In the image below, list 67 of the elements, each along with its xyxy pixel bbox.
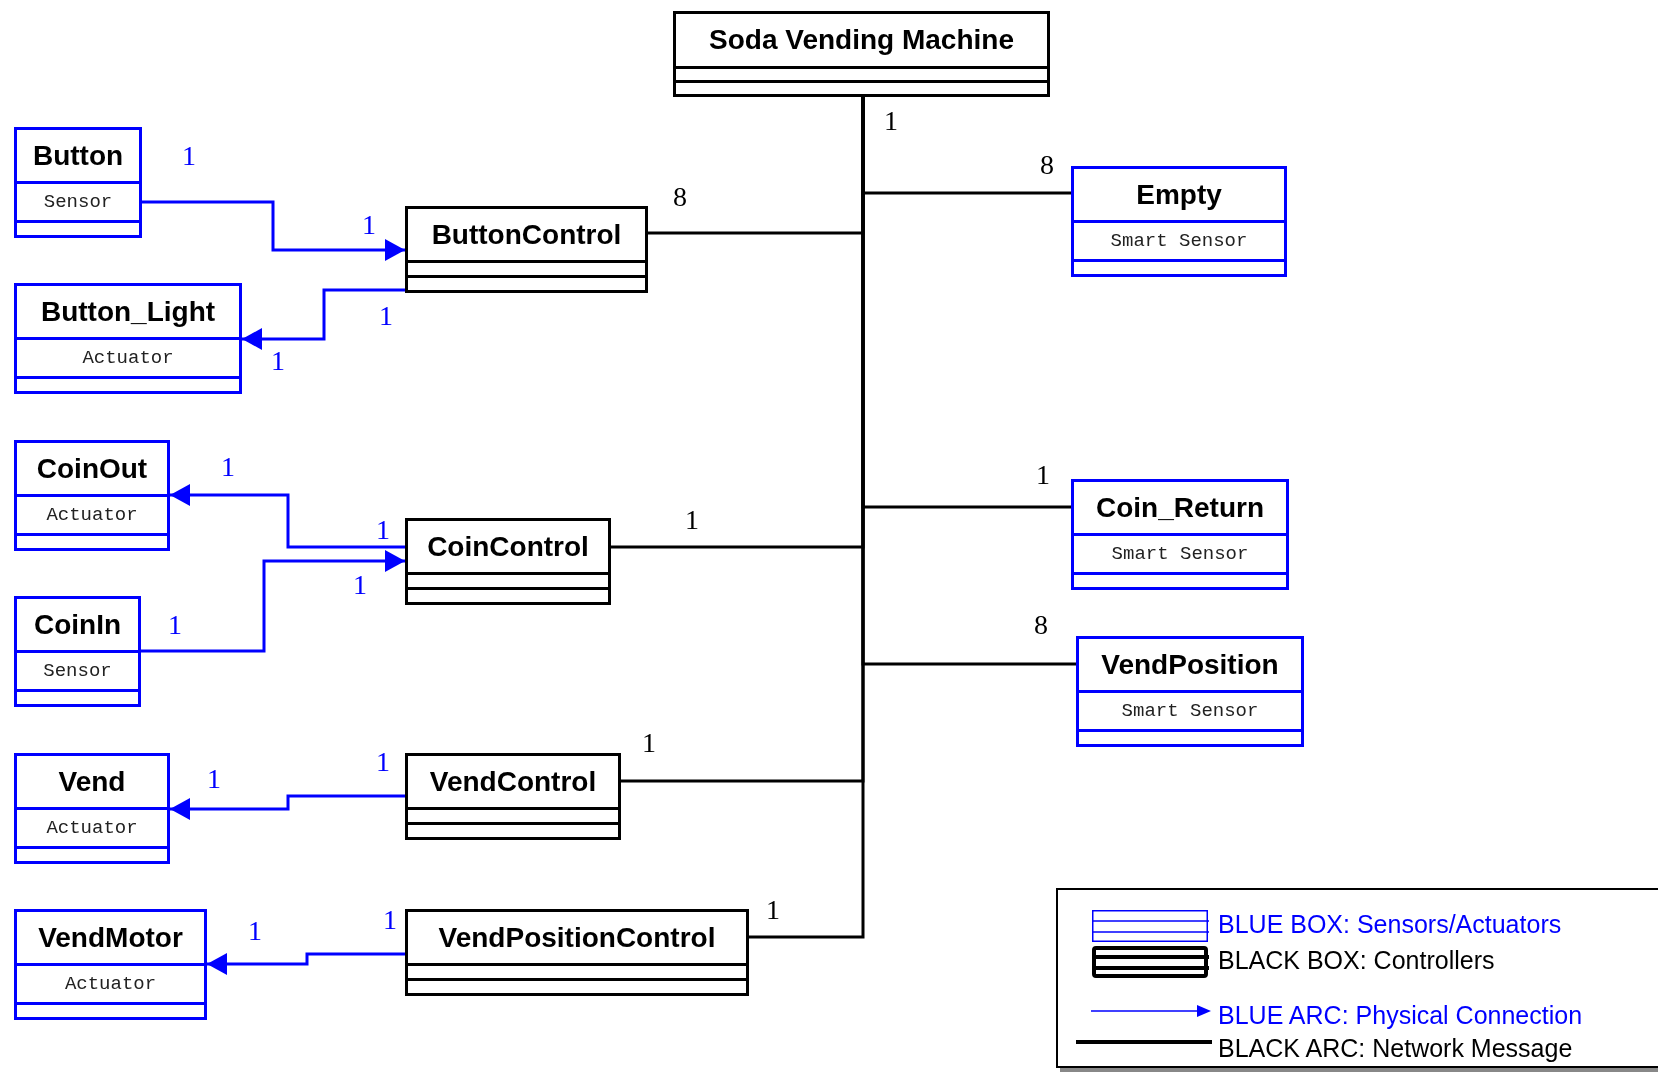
class-name: Coin_Return [1096, 491, 1264, 524]
stereotype-label: Smart Sensor [1111, 543, 1249, 566]
class-box [405, 206, 648, 293]
stereotype-label: Actuator [82, 347, 174, 370]
multiplicity-label: 1 [376, 516, 390, 544]
class-box [405, 753, 621, 840]
arrow [207, 952, 405, 975]
multiplicity-label: 1 [207, 765, 221, 793]
class-box [405, 518, 611, 605]
multiplicity-label: 1 [271, 347, 285, 375]
multiplicity-label: 1 [221, 453, 235, 481]
class-name: Vend [58, 765, 126, 798]
stereotype-label: Actuator [64, 973, 157, 996]
class-name: CoinControl [427, 530, 589, 563]
class-box [673, 11, 1050, 97]
multiplicity-label: 1 [1036, 461, 1050, 489]
class-box [1071, 166, 1287, 277]
class-box [1071, 479, 1289, 590]
class-name: VendPosition [1101, 648, 1279, 681]
class-box [405, 909, 749, 996]
class-name: Button [32, 139, 124, 172]
multiplicity-label: 1 [248, 917, 262, 945]
class-name: CoinOut [36, 452, 148, 485]
multiplicity-label: 8 [1034, 611, 1048, 639]
class-name: Empty [1136, 178, 1222, 211]
class-box [14, 753, 170, 864]
stereotype-label: Smart Sensor [1121, 700, 1259, 723]
class-box [14, 283, 242, 394]
multiplicity-label: 1 [685, 506, 699, 534]
class-box [14, 596, 141, 707]
legend-text: BLUE BOX: Sensors/Actuators [1218, 912, 1562, 937]
class-box [14, 127, 142, 238]
multiplicity-label: 1 [642, 729, 656, 757]
multiplicity-label: 1 [362, 211, 376, 239]
legend-text: BLACK ARC: Network Message [1218, 1036, 1573, 1061]
multiplicity-label: 1 [353, 571, 367, 599]
class-name: Button_Light [40, 295, 216, 328]
class-box [1076, 636, 1304, 747]
multiplicity-label: 8 [673, 183, 687, 211]
class-name: VendPositionControl [438, 921, 716, 954]
multiplicity-label: 1 [168, 611, 182, 639]
arrow [170, 484, 405, 549]
legend-text: BLUE ARC: Physical Connection [1218, 1003, 1583, 1028]
multiplicity-label: 8 [1040, 151, 1054, 179]
multiplicity-label: 1 [766, 896, 780, 924]
class-box [14, 440, 170, 551]
class-name: ButtonControl [431, 218, 622, 251]
class-name: Soda Vending Machine [709, 23, 1014, 56]
legend-text: BLACK BOX: Controllers [1218, 948, 1495, 973]
arrow [242, 288, 405, 350]
multiplicity-label: 1 [379, 302, 393, 330]
stereotype-label: Sensor [43, 191, 113, 214]
stereotype-label: Actuator [46, 817, 138, 840]
class-box [14, 909, 207, 1020]
multiplicity-label: 1 [884, 107, 898, 135]
stereotype-label: Actuator [46, 504, 138, 527]
multiplicity-label: 1 [182, 142, 196, 170]
class-name: VendControl [429, 765, 597, 798]
multiplicity-label: 1 [383, 906, 397, 934]
stereotype-label: Sensor [43, 660, 112, 683]
class-name: CoinIn [33, 608, 122, 641]
arrow [142, 200, 405, 261]
stereotype-label: Smart Sensor [1110, 230, 1248, 253]
class-name: VendMotor [38, 921, 183, 954]
arrow [170, 794, 405, 820]
arrow [141, 550, 405, 653]
multiplicity-label: 1 [376, 748, 390, 776]
